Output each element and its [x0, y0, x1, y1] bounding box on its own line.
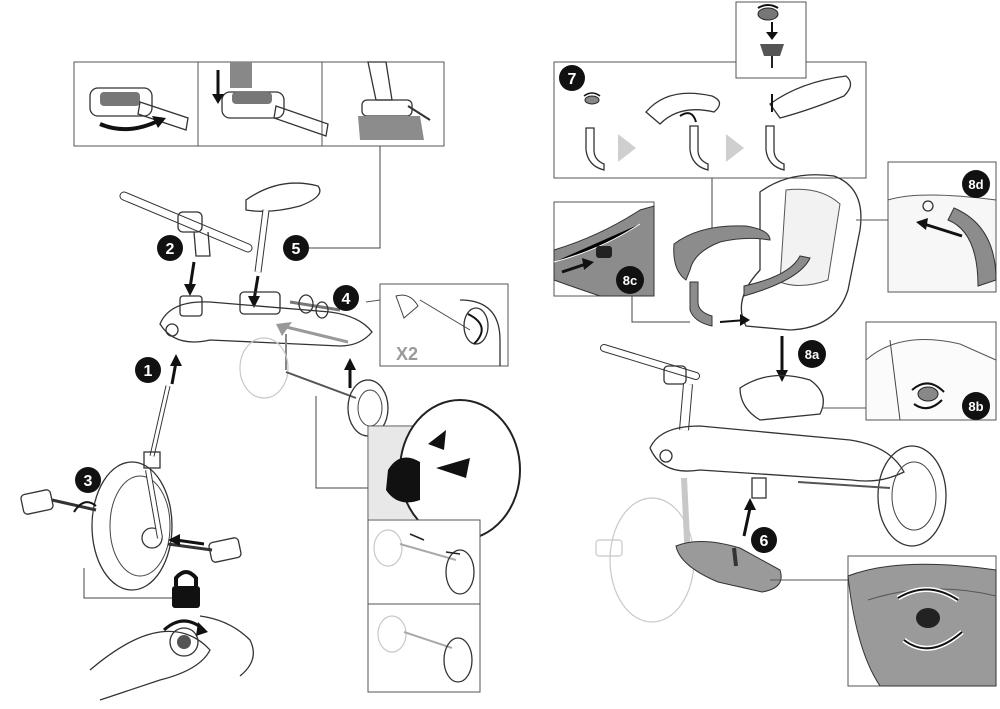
step-5-badge: 5: [283, 235, 309, 261]
wheel-cap-detail-panels: [367, 399, 521, 693]
handlebar-illustration: [119, 191, 253, 257]
svg-text:8d: 8d: [968, 177, 983, 192]
svg-text:8b: 8b: [968, 399, 983, 414]
svg-text:5: 5: [292, 241, 301, 258]
step7-panel: [553, 1, 867, 179]
footrest-illustration: [675, 540, 782, 593]
svg-text:2: 2: [166, 241, 175, 258]
seat-backrest-illustration: [673, 174, 862, 331]
step-2-badge: 2: [157, 235, 183, 261]
step-4-badge: 4: [333, 285, 359, 311]
step-1-badge: 1: [135, 357, 161, 383]
step4-detail-panel: [379, 283, 509, 367]
step-6-badge: 6: [751, 527, 777, 553]
step-8d-badge: 8d: [962, 170, 990, 198]
front-wheel-fork-illustration: [91, 385, 173, 591]
step-8c-badge: 8c: [616, 266, 644, 294]
step-8a-badge: 8a: [798, 340, 826, 368]
step-7-badge: 7: [559, 65, 585, 91]
step8c-detail-panel: [553, 201, 655, 297]
svg-text:1: 1: [144, 363, 153, 380]
assembled-tricycle-illustration: [595, 344, 947, 623]
quantity-label: X2: [396, 344, 418, 364]
step8d-detail-panel: [887, 161, 997, 293]
svg-text:6: 6: [760, 533, 769, 550]
hands-tightening-illustration: [89, 615, 254, 701]
clamp-locked-illustration: [358, 61, 431, 140]
clamp-open-illustration: [89, 87, 189, 132]
step-8b-badge: 8b: [962, 392, 990, 420]
svg-text:4: 4: [342, 291, 351, 308]
svg-text:3: 3: [84, 473, 93, 490]
seat-clamp-panels: [73, 61, 445, 147]
svg-text:8c: 8c: [623, 273, 637, 288]
rear-wheels-illustration: [239, 337, 389, 437]
svg-text:8a: 8a: [805, 347, 820, 362]
lock-icon: [172, 570, 200, 608]
clamp-close-illustration: [212, 62, 329, 137]
seat-illustration: [245, 182, 321, 273]
tricycle-frame-illustration: [159, 291, 373, 347]
pedals-illustration: [20, 489, 242, 563]
footrest-underside-detail-panel: [847, 555, 997, 687]
step-3-badge: 3: [75, 467, 101, 493]
svg-text:7: 7: [568, 71, 577, 88]
